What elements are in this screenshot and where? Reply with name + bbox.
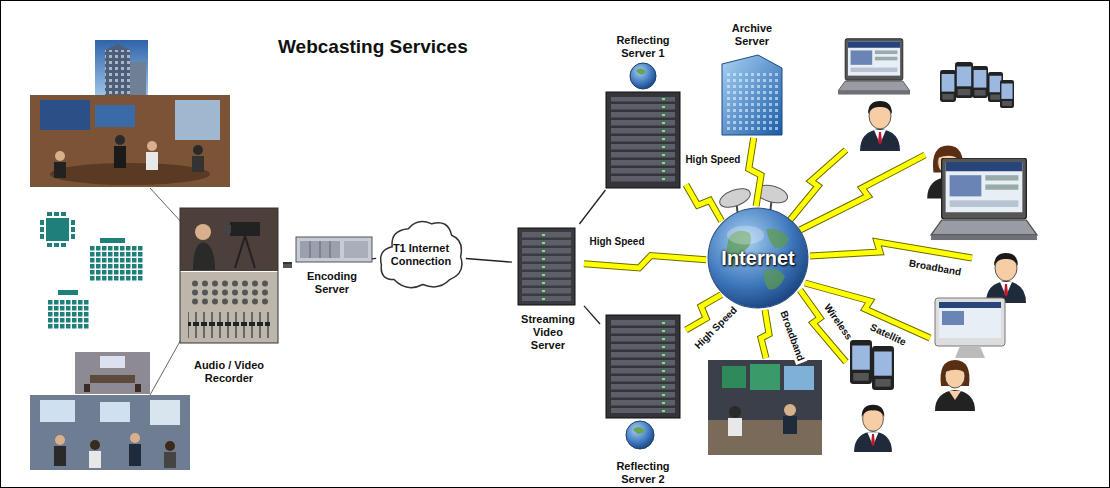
globe-shine bbox=[727, 226, 764, 245]
node-label: Reflecting Server 1 bbox=[603, 34, 683, 60]
connector bbox=[372, 258, 376, 259]
bolt-outline bbox=[749, 138, 761, 206]
globe-node: Internet bbox=[706, 206, 810, 310]
node-label: Reflecting Server 2 bbox=[603, 460, 683, 486]
leader-line bbox=[150, 188, 183, 395]
network-line bbox=[466, 259, 512, 263]
seating-icon bbox=[48, 290, 90, 330]
user-devices bbox=[838, 39, 1037, 452]
node-label: Streaming Video Server bbox=[515, 313, 581, 352]
seating-icon bbox=[90, 238, 144, 282]
classroom-photo bbox=[30, 395, 190, 470]
network-line bbox=[283, 262, 292, 264]
connection-label: Broadband bbox=[906, 257, 964, 279]
cloud-node: T1 Internet Connection bbox=[376, 214, 466, 296]
connector bbox=[749, 138, 761, 206]
bolt-outline bbox=[686, 185, 722, 221]
connection-label: Satellite bbox=[866, 321, 909, 350]
link-label: High Speed bbox=[690, 303, 740, 353]
network-line bbox=[584, 306, 600, 324]
control-room-photo bbox=[708, 360, 822, 455]
node-label: T1 Internet Connection bbox=[386, 242, 456, 268]
connection-label: Wireless bbox=[820, 300, 856, 344]
server-node: Reflecting Server 2 bbox=[600, 312, 686, 486]
building-picture bbox=[722, 55, 782, 135]
seating-icon bbox=[40, 212, 75, 247]
continent bbox=[766, 229, 789, 248]
bolt-outline bbox=[584, 256, 706, 268]
network-line bbox=[579, 190, 605, 224]
recorder-picture bbox=[180, 208, 292, 343]
server-picture bbox=[606, 315, 680, 449]
server-node: Reflecting Server 1 bbox=[600, 34, 686, 190]
globe bbox=[708, 208, 808, 308]
link-label: High Speed bbox=[587, 236, 646, 248]
connector bbox=[283, 262, 292, 263]
server-node: Streaming Video Server bbox=[512, 224, 584, 352]
lightning-link bbox=[584, 256, 706, 268]
archive-node: Archive Server bbox=[712, 22, 792, 138]
network-line bbox=[372, 258, 376, 260]
recorder-node: Audio / Video Recorder bbox=[175, 205, 283, 385]
connector bbox=[584, 306, 600, 324]
node-label: Internet bbox=[708, 247, 808, 269]
connection-label: Broadband bbox=[777, 307, 808, 364]
conference-photo bbox=[30, 95, 230, 187]
server-picture bbox=[296, 237, 372, 262]
link-label: High Speed bbox=[683, 154, 742, 166]
continent bbox=[764, 269, 785, 289]
cloud-outline bbox=[381, 221, 462, 287]
meeting-photo bbox=[75, 352, 150, 394]
connector bbox=[466, 259, 512, 263]
node-label: Audio / Video Recorder bbox=[181, 359, 277, 385]
connector bbox=[686, 185, 722, 221]
server-picture bbox=[606, 63, 680, 188]
connector bbox=[579, 190, 605, 224]
server-node: Encoding Server bbox=[292, 234, 372, 296]
lightning-link bbox=[686, 185, 722, 221]
diagram-title: Webcasting Services bbox=[278, 36, 468, 58]
connector bbox=[584, 256, 706, 268]
node-label: Archive Server bbox=[720, 22, 784, 48]
lightning-link bbox=[749, 138, 761, 206]
building-photo bbox=[95, 40, 148, 95]
server-picture bbox=[518, 228, 575, 305]
node-label: Encoding Server bbox=[297, 270, 367, 296]
